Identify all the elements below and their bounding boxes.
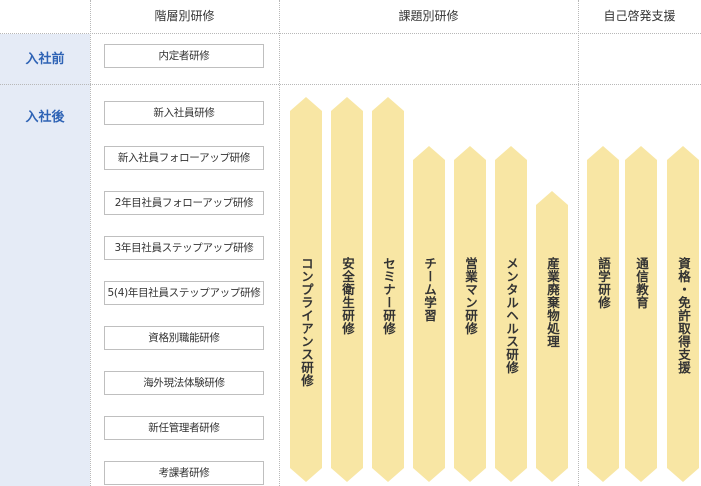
arrow-label-compliance: コンプライアンス研修 xyxy=(299,257,314,387)
training-box: 新入社員研修 xyxy=(104,101,264,125)
arrow-label-sales: 営業マン研修 xyxy=(463,257,478,335)
arrow-label-mental-health: メンタルヘルス研修 xyxy=(504,257,519,374)
arrow-language xyxy=(587,146,619,482)
divider-mid xyxy=(279,0,280,486)
arrow-qualification xyxy=(667,146,699,482)
divider-left xyxy=(90,0,91,486)
divider-rows xyxy=(0,84,701,85)
header-self-development: 自己啓発支援 xyxy=(603,9,676,23)
arrow-label-language: 語学研修 xyxy=(596,257,611,309)
arrow-correspondence xyxy=(625,146,657,482)
arrow-label-safety: 安全衛生研修 xyxy=(340,257,355,335)
arrow-label-team-learning: チーム学習 xyxy=(422,257,437,322)
divider-right xyxy=(578,0,579,486)
row-label-before-joining: 入社前 xyxy=(25,52,65,67)
divider-header xyxy=(0,33,701,34)
arrow-label-qualification: 資格・免許取得支援 xyxy=(676,257,691,374)
training-box: 新任管理者研修 xyxy=(104,416,264,440)
training-box-pre: 内定者研修 xyxy=(104,44,264,68)
arrow-safety xyxy=(331,97,363,482)
arrow-compliance xyxy=(290,97,322,482)
arrow-team-learning xyxy=(413,146,445,482)
arrow-mental-health xyxy=(495,146,527,482)
arrow-label-correspondence: 通信教育 xyxy=(634,257,649,309)
arrow-industrial-waste xyxy=(536,191,568,482)
arrow-sales xyxy=(454,146,486,482)
arrow-label-industrial-waste: 産業廃棄物処理 xyxy=(545,257,560,348)
header-thematic: 課題別研修 xyxy=(398,9,459,23)
training-box: 海外現法体験研修 xyxy=(104,371,264,395)
arrow-label-seminar: セミナー研修 xyxy=(381,257,396,335)
training-box: 新入社員フォローアップ研修 xyxy=(104,146,264,170)
training-box: 考課者研修 xyxy=(104,461,264,485)
header-hierarchical: 階層別研修 xyxy=(154,9,215,23)
training-box: 5(4)年目社員ステップアップ研修 xyxy=(104,281,264,305)
arrow-seminar xyxy=(372,97,404,482)
row-label-after-joining: 入社後 xyxy=(25,110,65,125)
training-box: 2年目社員フォローアップ研修 xyxy=(104,191,264,215)
training-box: 3年目社員ステップアップ研修 xyxy=(104,236,264,260)
training-box: 資格別職能研修 xyxy=(104,326,264,350)
left-band xyxy=(0,34,90,486)
